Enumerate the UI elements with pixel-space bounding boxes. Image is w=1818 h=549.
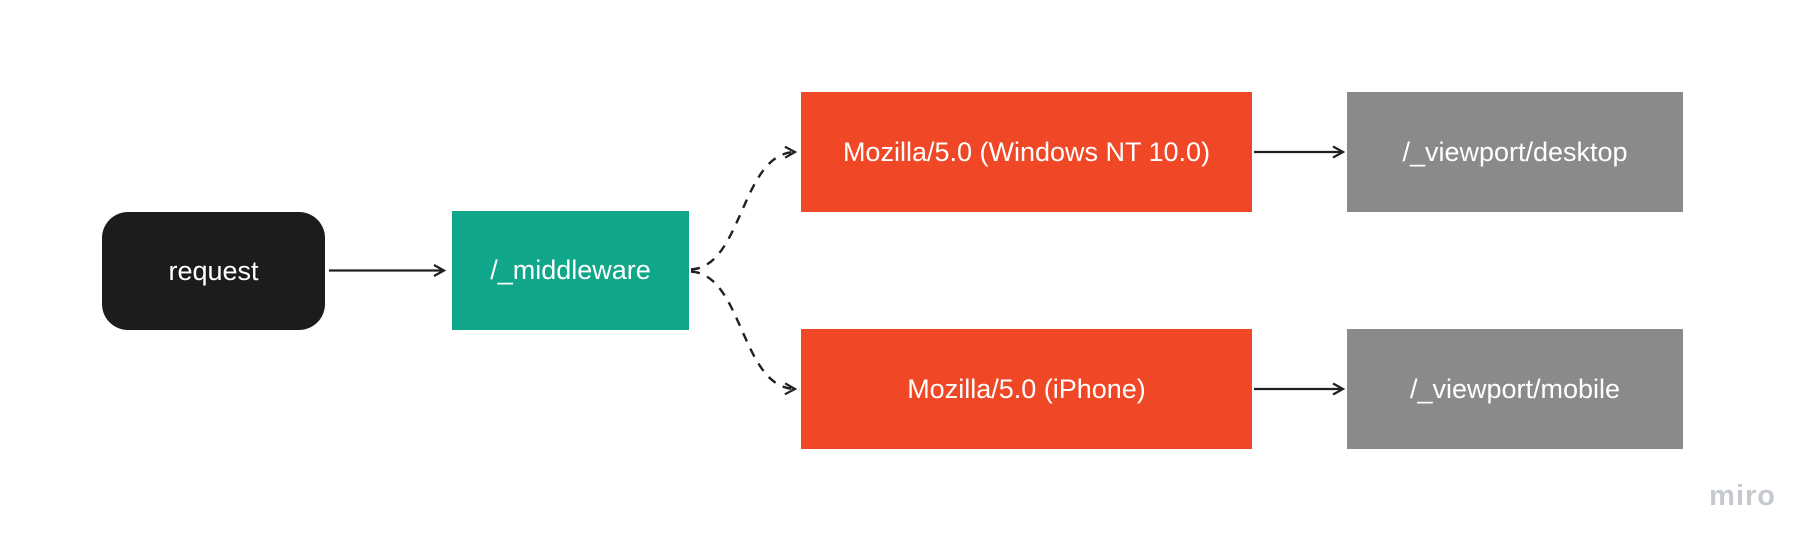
node-middleware[interactable]: /_middleware (452, 211, 689, 330)
miro-logo: miro (1709, 480, 1776, 512)
node-viewport-mobile[interactable]: /_viewport/mobile (1347, 329, 1683, 449)
node-ua-mobile[interactable]: Mozilla/5.0 (iPhone) (801, 329, 1252, 449)
edge-middleware-to-ua-desktop[interactable] (690, 145, 798, 271)
node-ua-desktop[interactable]: Mozilla/5.0 (Windows NT 10.0) (801, 92, 1252, 212)
node-request[interactable]: request (102, 212, 325, 330)
edge-middleware-to-ua-mobile[interactable] (690, 270, 798, 396)
node-viewport-desktop[interactable]: /_viewport/desktop (1347, 92, 1683, 212)
